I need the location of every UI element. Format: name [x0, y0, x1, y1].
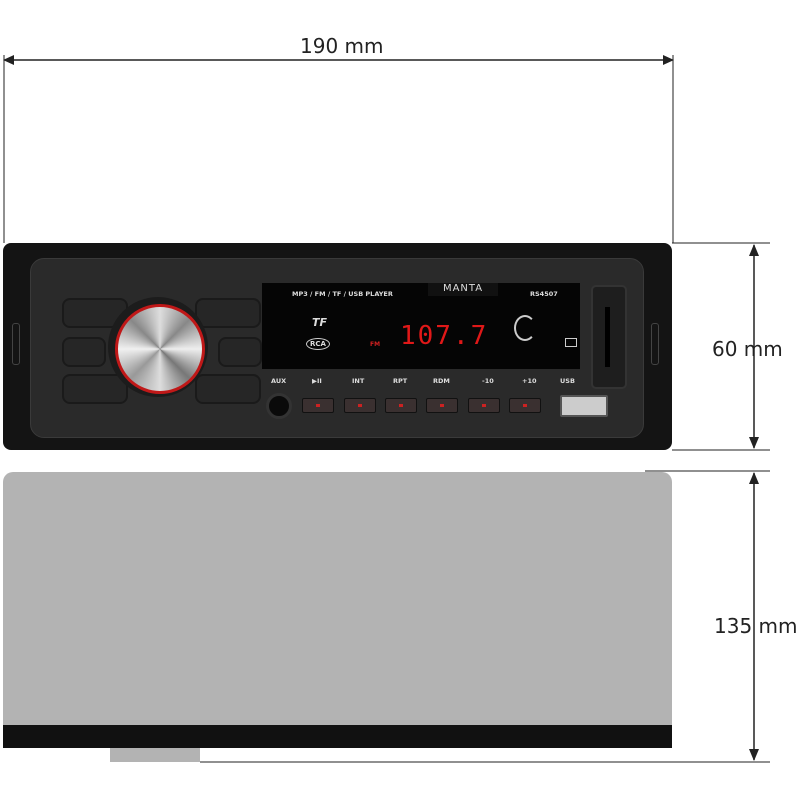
preset-button-3[interactable] [385, 398, 417, 413]
frequency-readout: 107.7 [400, 321, 489, 351]
int-label: INT [352, 377, 365, 385]
rdm-label: RDM [433, 377, 450, 385]
plus10-label: +10 [522, 377, 537, 385]
tagline: MP3 / FM / TF / USB PLAYER [292, 290, 393, 298]
preset-button-2[interactable] [344, 398, 376, 413]
mute-button[interactable] [195, 298, 261, 328]
model-label: RS4507 [530, 290, 558, 298]
chassis-front-edge [3, 725, 672, 748]
aux-label: AUX [271, 377, 287, 385]
preset-button-6[interactable] [509, 398, 541, 413]
usb-label: USB [560, 377, 575, 385]
preset-button-5[interactable] [468, 398, 500, 413]
rca-logo: RCA [306, 338, 330, 350]
height-label: 60 mm [712, 337, 783, 361]
depth-label: 135 mm [714, 614, 798, 638]
band-button[interactable] [62, 374, 128, 404]
power-button[interactable] [62, 298, 128, 328]
volume-knob[interactable] [115, 304, 205, 394]
tf-card-slot[interactable] [591, 285, 627, 389]
aux-jack[interactable] [266, 393, 292, 419]
eq-button[interactable] [62, 337, 106, 367]
usb-port[interactable] [560, 395, 608, 417]
chassis-connector [110, 748, 200, 762]
answer-button[interactable] [195, 374, 261, 404]
display: MP3 / FM / TF / USB PLAYER MANTA RS4507 … [262, 283, 580, 369]
brand-logo: MANTA [428, 283, 498, 296]
band-indicator: FM [370, 341, 381, 348]
mode-button[interactable] [218, 337, 262, 367]
chassis-body [3, 472, 672, 748]
width-label: 190 mm [300, 34, 384, 58]
preset-button-1[interactable] [302, 398, 334, 413]
preset-button-4[interactable] [426, 398, 458, 413]
minus10-label: -10 [482, 377, 494, 385]
music-note-icon [514, 315, 536, 341]
card-icon [565, 338, 577, 347]
play-pause-label: ▶II [312, 377, 322, 385]
rpt-label: RPT [393, 377, 408, 385]
tf-logo: TF [312, 316, 328, 329]
